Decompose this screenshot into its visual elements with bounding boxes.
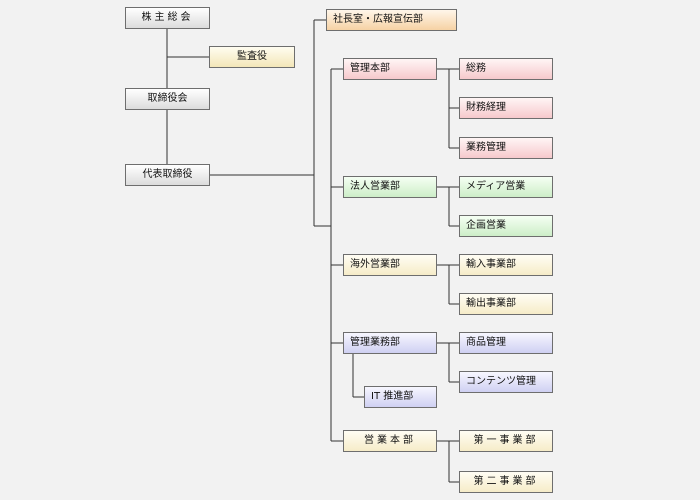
node-business-admin[interactable]: 業務管理: [459, 137, 553, 159]
node-content-mgmt[interactable]: コンテンツ管理: [459, 371, 553, 393]
node-board[interactable]: 取締役会: [125, 88, 210, 110]
node-admin-hq[interactable]: 管理本部: [343, 58, 437, 80]
node-sales-hq[interactable]: 営業本部: [343, 430, 437, 452]
node-media-sales[interactable]: メディア営業: [459, 176, 553, 198]
node-admin-ops[interactable]: 管理業務部: [343, 332, 437, 354]
node-auditor[interactable]: 監査役: [209, 46, 295, 68]
node-general-affairs[interactable]: 総務: [459, 58, 553, 80]
node-corporate-sales[interactable]: 法人営業部: [343, 176, 437, 198]
node-div-1[interactable]: 第一事業部: [459, 430, 553, 452]
node-export-dept[interactable]: 輸出事業部: [459, 293, 553, 315]
node-it-promotion[interactable]: IT 推進部: [364, 386, 437, 408]
node-product-mgmt[interactable]: 商品管理: [459, 332, 553, 354]
node-import-dept[interactable]: 輸入事業部: [459, 254, 553, 276]
node-finance[interactable]: 財務経理: [459, 97, 553, 119]
node-president-office[interactable]: 社長室・広報宣伝部: [326, 9, 457, 31]
node-planning-sales[interactable]: 企画営業: [459, 215, 553, 237]
node-shareholders[interactable]: 株主総会: [125, 7, 210, 29]
node-ceo[interactable]: 代表取締役: [125, 164, 210, 186]
node-div-2[interactable]: 第二事業部: [459, 471, 553, 493]
node-overseas-sales[interactable]: 海外営業部: [343, 254, 437, 276]
